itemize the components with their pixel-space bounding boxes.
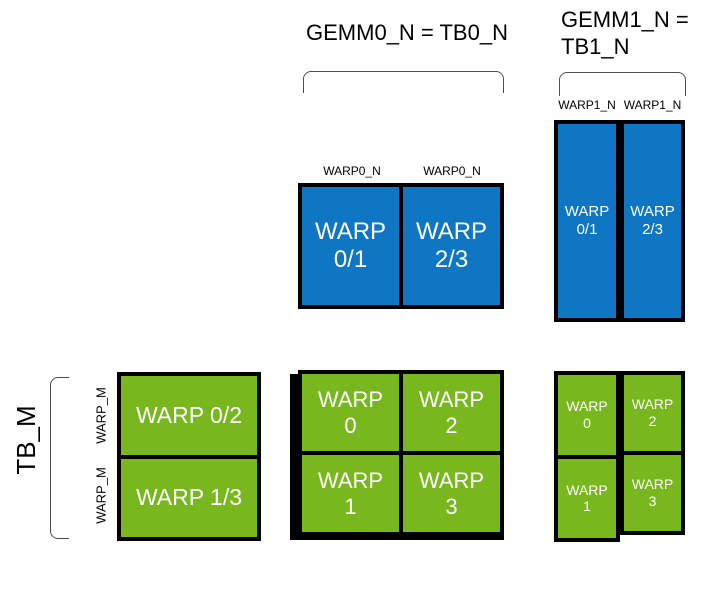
warp-tile: WARP 1 bbox=[558, 458, 616, 538]
warp-tile-line2: 2 bbox=[445, 412, 458, 438]
warp-tile-label: WARP 0/2 bbox=[135, 401, 243, 428]
gemm0-warp-grid: WARP 0 WARP 2 WARP 1 WARP 3 bbox=[298, 370, 504, 536]
warp-tile-line2: 0/1 bbox=[333, 246, 368, 273]
warp1-n-label-right: WARP1_N bbox=[623, 98, 682, 112]
warp-tile: WARP 0 bbox=[302, 374, 399, 451]
warp-tile-line2: 0/1 bbox=[576, 221, 598, 238]
gemm1-n-title-line1: GEMM1_N = bbox=[561, 7, 689, 32]
warp-tile-line2: 1 bbox=[344, 493, 357, 519]
warp-tile: WARP 1 bbox=[302, 455, 399, 532]
warp-tile: WARP 3 bbox=[403, 455, 500, 532]
threadblock-row-box: WARP 0/2 WARP 1/3 bbox=[117, 372, 261, 541]
warp0-n-label-right: WARP0_N bbox=[423, 164, 481, 178]
gemm1-n-title-line2: TB1_N bbox=[561, 34, 630, 59]
warp-tile-line1: WARP bbox=[566, 398, 608, 415]
warp-tile-line2: 3 bbox=[648, 493, 657, 509]
warp1-n-label-left: WARP1_N bbox=[558, 98, 616, 112]
gemm1-n-bracket bbox=[559, 72, 686, 96]
warp-tile: WARP 0/2 bbox=[121, 376, 257, 455]
gemm0-accumulator-box: WARP 0/1 WARP 2/3 bbox=[298, 183, 504, 309]
gemm1-warp-grid-column-1: WARP 2 WARP 3 bbox=[620, 371, 685, 535]
gemm1-n-title: GEMM1_N = TB1_N bbox=[561, 6, 689, 60]
gemm0-n-title: GEMM0_N = TB0_N bbox=[306, 20, 508, 45]
warp-m-label-bottom: WARP_M bbox=[93, 467, 109, 524]
warp-tile-line1: WARP bbox=[314, 217, 387, 245]
warp-tile-line1: WARP bbox=[317, 467, 384, 493]
warp-tile: WARP 2 bbox=[624, 375, 681, 451]
warp-tile: WARP 2 bbox=[403, 374, 500, 451]
gemm1-accumulator-column-1: WARP 2/3 bbox=[620, 120, 685, 322]
warp-tile: WARP 1/3 bbox=[121, 458, 257, 537]
warp-tile-line1: WARP bbox=[631, 396, 674, 413]
warp-tile-line1: WARP bbox=[566, 481, 608, 498]
warp-tile-line2: 0 bbox=[583, 414, 591, 431]
warp-tile-line1: WARP bbox=[564, 203, 610, 221]
warp-tile: WARP 2/3 bbox=[403, 187, 500, 305]
warp-tile-line1: WARP bbox=[418, 386, 485, 412]
warp-tile: WARP 3 bbox=[624, 455, 681, 531]
warp-tile-line1: WARP bbox=[415, 217, 488, 245]
warp-tile-line2: 0 bbox=[344, 412, 357, 438]
warp-tile-line2: 1 bbox=[583, 498, 591, 515]
gemm1-accumulator-column-0: WARP 0/1 bbox=[554, 120, 620, 322]
warp-tile: WARP 2/3 bbox=[624, 124, 681, 318]
warp-tile-line2: 2/3 bbox=[434, 246, 469, 273]
tb-m-bracket bbox=[50, 377, 69, 539]
tb-m-label: TB_M bbox=[11, 405, 41, 475]
warp-tile-line1: WARP bbox=[418, 467, 485, 493]
warp-tile-line1: WARP bbox=[630, 203, 675, 221]
warp-tile-line2: 2 bbox=[648, 413, 657, 429]
warp-tile-label: WARP 1/3 bbox=[135, 484, 243, 511]
warp-tile: WARP 0 bbox=[558, 375, 616, 455]
warp-tile-line2: 3 bbox=[445, 493, 458, 519]
warp-tile-line1: WARP bbox=[317, 386, 384, 412]
gemm1-warp-grid-column-0: WARP 0 WARP 1 bbox=[554, 371, 620, 542]
warp-tile-line1: WARP bbox=[631, 476, 674, 493]
warp-m-label-top: WARP_M bbox=[93, 387, 109, 444]
warp0-n-label-left: WARP0_N bbox=[323, 164, 381, 178]
gemm0-n-bracket bbox=[303, 71, 504, 93]
warp-tile: WARP 0/1 bbox=[302, 187, 399, 305]
warp-tile: WARP 0/1 bbox=[558, 124, 616, 318]
warp-tile-line2: 2/3 bbox=[642, 221, 663, 238]
